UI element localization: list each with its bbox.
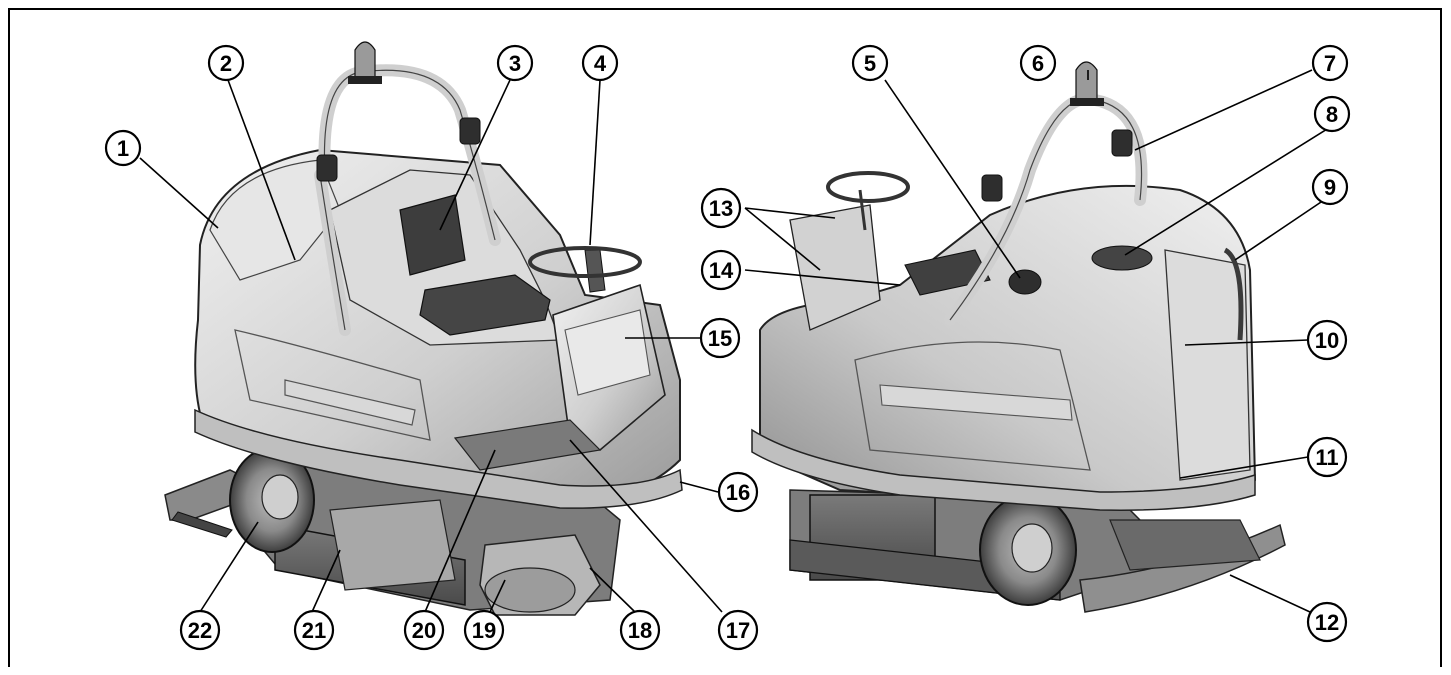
svg-text:7: 7 [1324,51,1336,76]
left-work-light-left [316,154,338,182]
callout-6: 6 [1019,44,1057,82]
svg-text:15: 15 [708,326,732,351]
right-tank-cap-large [1091,245,1153,271]
right-beacon [1075,61,1098,101]
callout-13: 13 [700,187,742,229]
right-steering-wheel [826,171,910,203]
right-machine [751,61,1286,613]
leader-lines [139,69,1333,613]
callout-8: 8 [1313,95,1351,133]
svg-text:22: 22 [188,618,212,643]
callout-10: 10 [1306,319,1348,361]
callout-20: 20 [403,609,445,651]
svg-text:5: 5 [864,51,876,76]
svg-text:11: 11 [1315,445,1338,470]
right-dashboard [789,204,881,331]
callout-4: 4 [581,44,619,82]
callout-11: 11 [1306,436,1348,478]
svg-text:17: 17 [726,618,750,643]
svg-text:3: 3 [509,51,521,76]
svg-text:9: 9 [1324,175,1336,200]
callout-15: 15 [699,317,741,359]
callout-7: 7 [1311,44,1349,82]
left-work-light-right [459,117,481,145]
callout-3: 3 [496,44,534,82]
svg-text:4: 4 [594,51,607,76]
right-rear-handle [1223,247,1244,341]
svg-text:1: 1 [117,136,129,161]
callout-1: 1 [104,129,142,167]
callout-21: 21 [293,609,335,651]
svg-text:18: 18 [628,618,652,643]
svg-text:6: 6 [1032,51,1044,76]
callout-2: 2 [207,44,245,82]
svg-text:14: 14 [709,258,734,283]
callout-14: 14 [700,249,742,291]
svg-text:19: 19 [472,618,496,643]
callout-5: 5 [851,44,889,82]
svg-text:2: 2 [220,51,232,76]
right-work-light [1111,129,1133,157]
left-bumper [194,408,683,509]
callout-9: 9 [1311,168,1349,206]
callout-22: 22 [179,609,221,651]
right-tank-cap-small [1008,269,1042,295]
svg-text:8: 8 [1326,102,1338,127]
callout-12: 12 [1306,601,1348,643]
right-rear-door [1164,249,1251,481]
svg-text:20: 20 [412,618,436,643]
figure-frame [8,8,1442,667]
callout-19: 19 [463,609,505,651]
callout-18: 18 [619,609,661,651]
right-bumper [751,428,1256,511]
svg-text:13: 13 [709,196,733,221]
right-work-light-front [981,174,1003,202]
left-seat-cushion [419,274,551,336]
callout-17: 17 [717,609,759,651]
left-beacon [354,41,376,79]
svg-text:16: 16 [726,480,750,505]
left-seat-back [399,194,466,276]
svg-text:21: 21 [302,618,326,643]
callout-16: 16 [717,471,759,513]
left-machine [164,41,683,616]
left-steering-wheel [528,246,642,278]
svg-text:10: 10 [1315,328,1339,353]
svg-text:12: 12 [1315,610,1339,635]
